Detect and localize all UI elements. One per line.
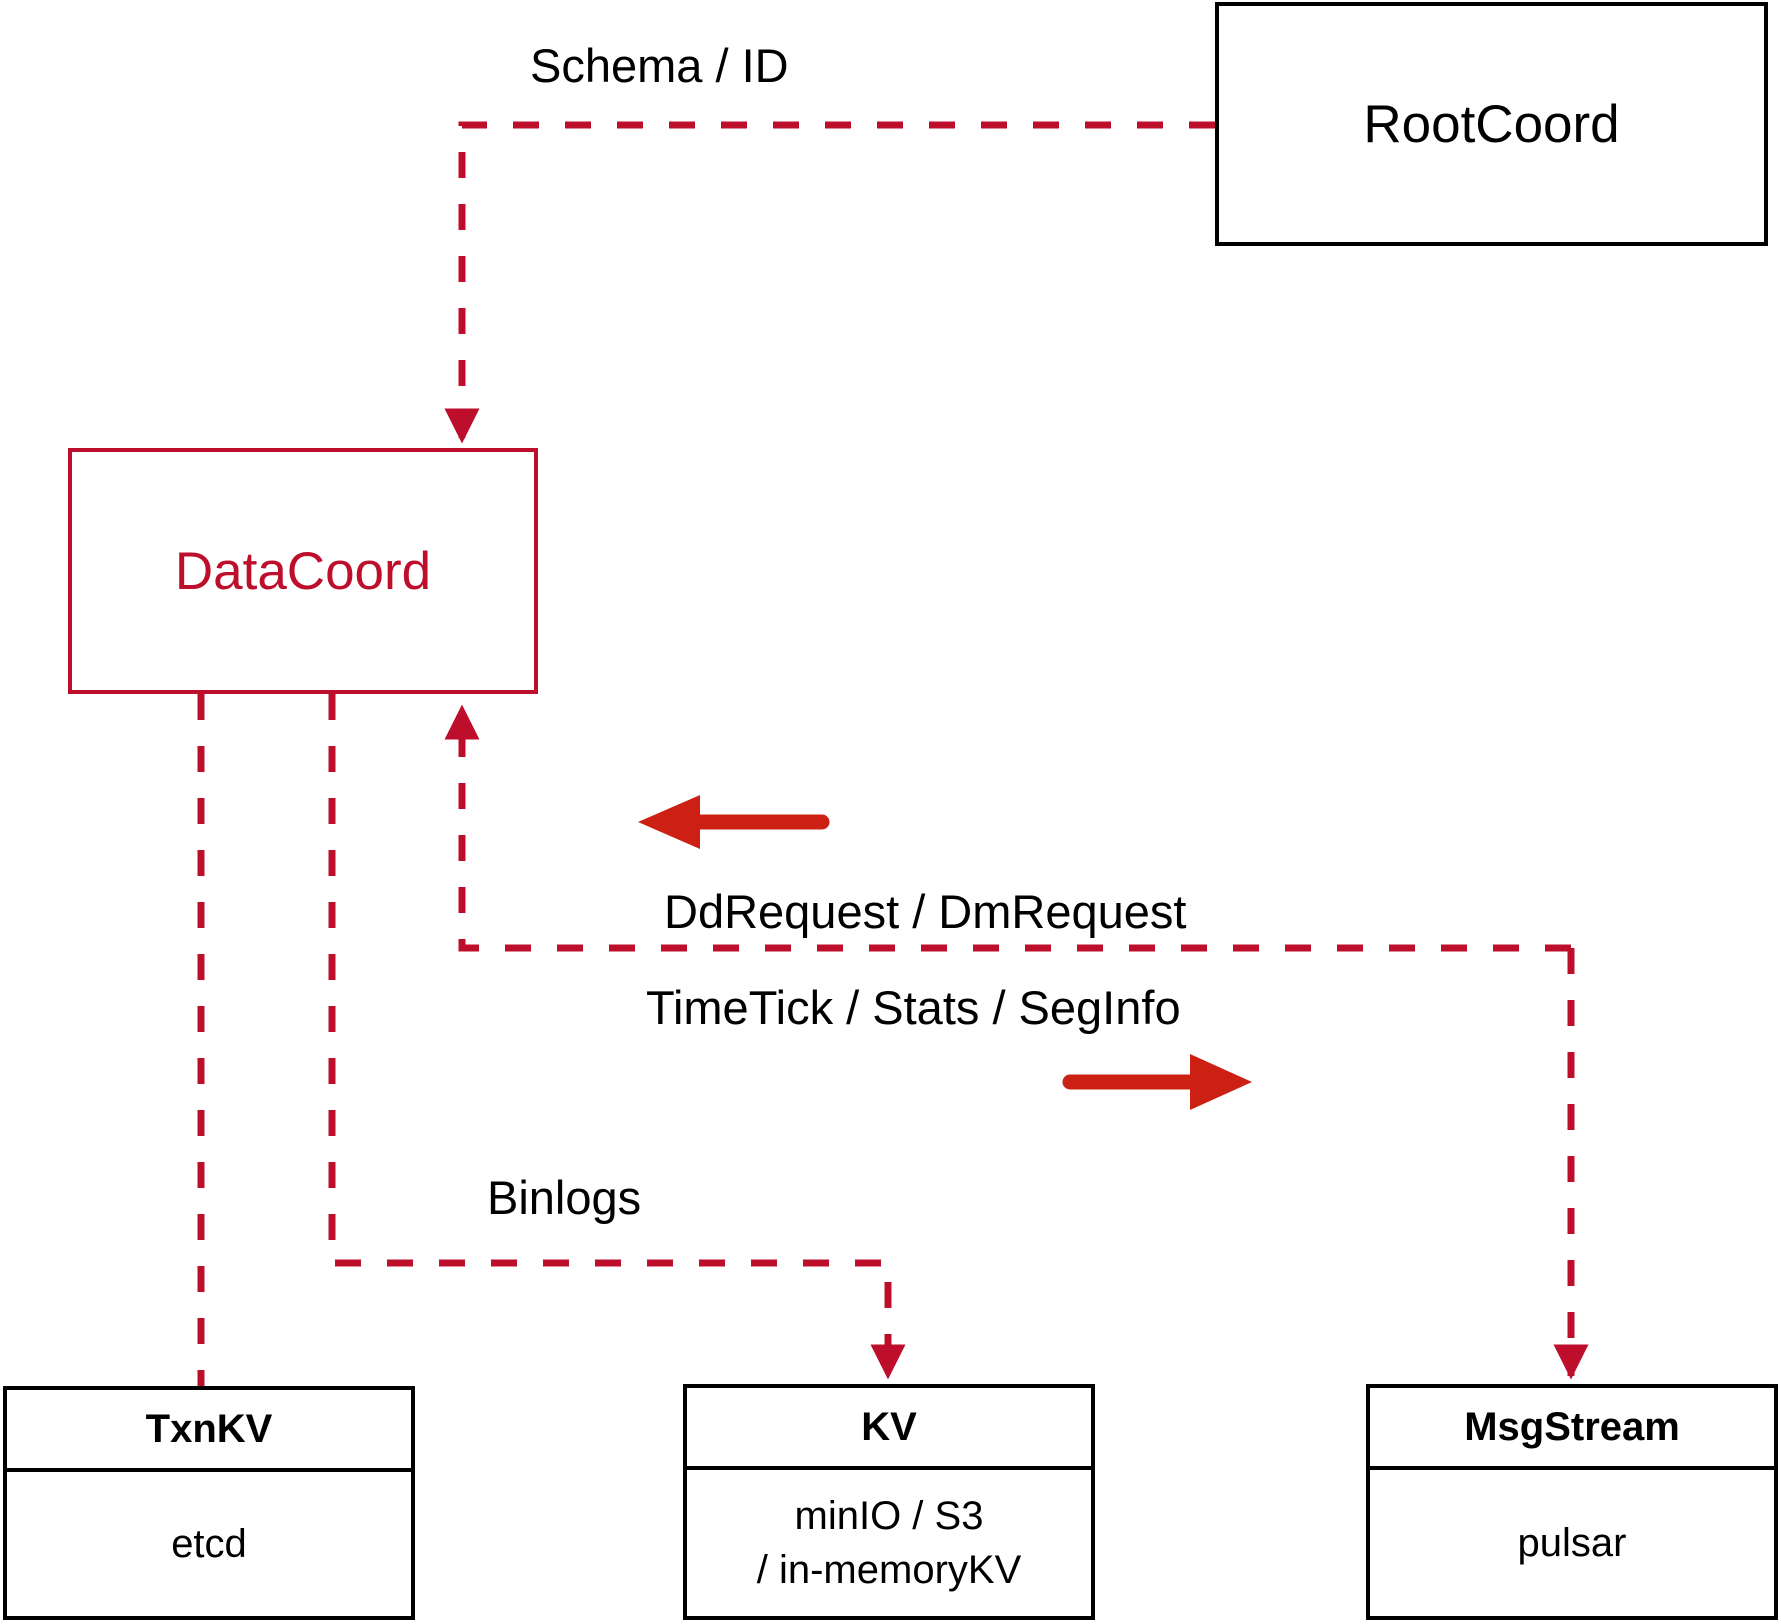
node-msgstream-divider [1370, 1466, 1774, 1470]
node-txnkv-title: TxnKV [145, 1406, 273, 1451]
node-kv-divider [687, 1466, 1091, 1470]
edge-schema-id [444, 121, 1215, 444]
edge-label-timetick-stats-seginfo: TimeTick / Stats / SegInfo [646, 981, 1181, 1034]
node-txnkv[interactable]: TxnKV etcd [3, 1386, 415, 1620]
edge-binlogs [328, 694, 906, 1380]
edge-label-binlogs: Binlogs [487, 1171, 642, 1224]
node-txnkv-divider [7, 1468, 411, 1472]
node-kv-title: KV [861, 1404, 917, 1449]
node-datacoord[interactable]: DataCoord [68, 448, 538, 694]
direction-arrow-right [1062, 1054, 1252, 1110]
node-kv-subtitle-line2: / in-memoryKV [756, 1548, 1022, 1592]
node-rootcoord[interactable]: RootCoord [1215, 2, 1768, 246]
node-kv-subtitle-line1: minIO / S3 [794, 1494, 984, 1538]
node-datacoord-title: DataCoord [174, 541, 432, 601]
edge-label-ddrequest-dmrequest: DdRequest / DmRequest [664, 885, 1187, 938]
node-kv[interactable]: KV minIO / S3 / in-memoryKV [683, 1384, 1095, 1620]
node-msgstream-title: MsgStream [1464, 1404, 1680, 1449]
direction-arrow-left [638, 795, 830, 849]
node-msgstream-subtitle: pulsar [1517, 1521, 1627, 1565]
node-msgstream[interactable]: MsgStream pulsar [1366, 1384, 1778, 1620]
node-txnkv-subtitle: etcd [171, 1522, 247, 1566]
node-rootcoord-title: RootCoord [1363, 94, 1620, 154]
edge-label-schema-id: Schema / ID [530, 39, 789, 92]
node-kv-subtitle: minIO / S3 / in-memoryKV [687, 1470, 1091, 1616]
